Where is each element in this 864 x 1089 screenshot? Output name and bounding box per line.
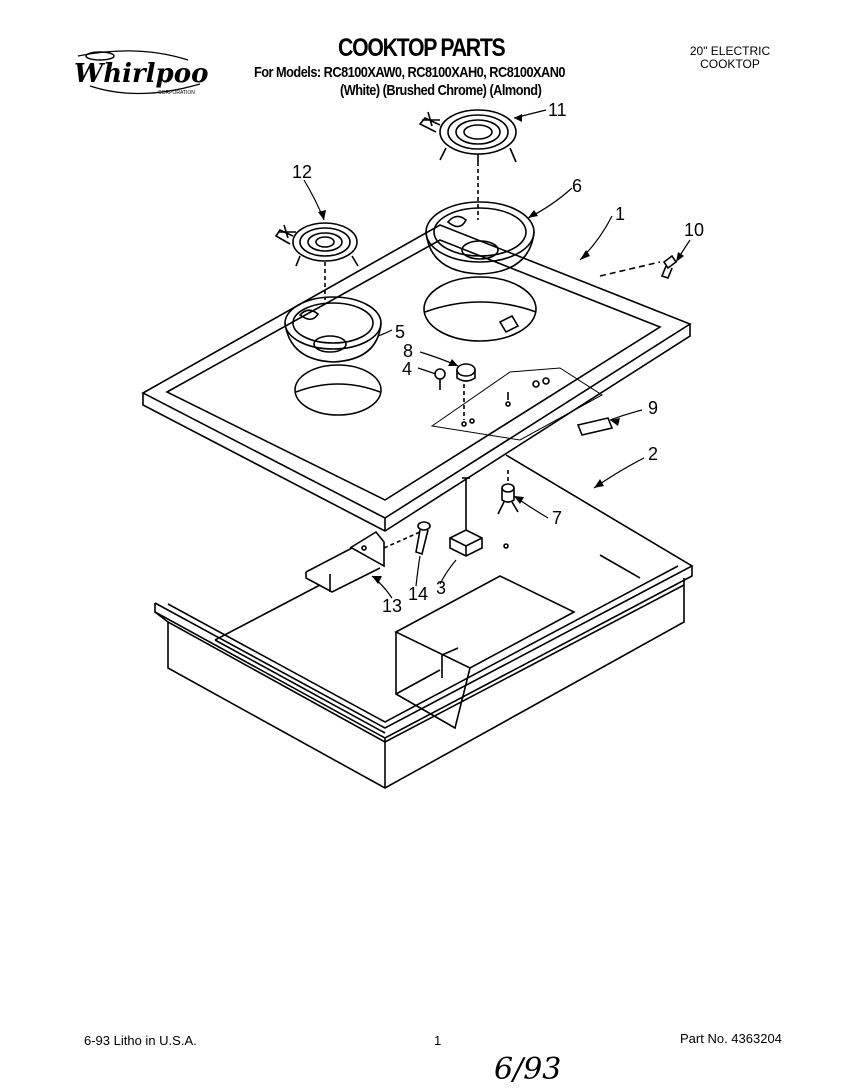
infinite-switch [449,477,483,557]
nameplate-strip [576,417,614,436]
callout-7: 7 [552,508,562,528]
leader-9 [609,409,643,421]
rear-burner-opening [423,276,537,342]
page-number: 1 [434,1033,442,1048]
callout-12: 12 [292,162,312,182]
handwritten-date: 6/93 [494,1052,562,1087]
control-panel-area [430,367,603,441]
callout-11: 11 [548,100,567,120]
mounting-screw [660,254,678,279]
callout-14: 14 [408,584,428,604]
whirlpool-logo: Whirlpool CORPORATION [68,50,218,100]
drip-bowl-rear [425,201,535,275]
indicator-light [497,483,519,515]
page-title: COOKTOP PARTS [338,34,506,62]
svg-text:CORPORATION: CORPORATION [158,90,195,96]
callout-5: 5 [395,322,405,342]
callout-1: 1 [615,204,625,224]
callout-9: 9 [648,398,658,418]
callout-3: 3 [436,578,446,598]
product-type-line1: 20" ELECTRIC [689,44,771,58]
callout-10: 10 [684,220,704,240]
leader-3 [439,559,457,585]
leader-5 [377,329,393,337]
svg-text:Whirlpool: Whirlpool [74,59,208,89]
callout-8: 8 [403,341,413,361]
control-knob [456,363,476,382]
cooktop-bottom-pan [154,454,694,789]
leader-14 [415,555,421,587]
models-line: For Models: RC8100XAW0, RC8100XAH0, RC81… [254,64,566,81]
mounting-bracket [305,530,385,593]
cooktop-top [141,224,692,532]
knob-screw [434,368,446,390]
leader-4 [417,367,437,375]
callout-13: 13 [382,596,402,616]
callout-6: 6 [572,176,582,196]
bracket-screw [415,521,431,556]
front-burner-opening [294,364,382,416]
product-type: 20" ELECTRIC COOKTOP [660,45,800,71]
callout-2: 2 [648,444,658,464]
colors-line: (White) (Brushed Chrome) (Almond) [340,82,542,99]
drip-bowl-front [284,296,382,363]
surface-element-front [274,222,359,300]
callout-4: 4 [402,359,412,379]
product-type-line2: COOKTOP [700,57,760,71]
part-number: Part No. 4363204 [680,1031,782,1046]
print-date: 6-93 Litho in U.S.A. [84,1033,197,1048]
surface-element-rear [418,109,517,220]
